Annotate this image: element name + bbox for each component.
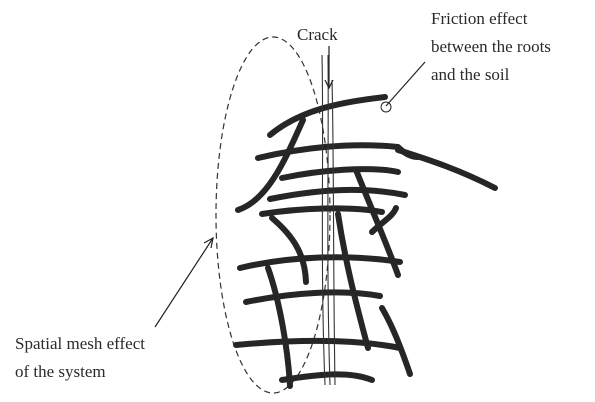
root-strand — [270, 190, 405, 199]
crack-pointer-arrow — [325, 46, 333, 88]
friction-label-line1: Friction effect — [431, 9, 528, 28]
friction-pointer-arrow — [381, 62, 425, 112]
mesh-label-line2: of the system — [15, 362, 106, 381]
root-strand — [246, 292, 380, 302]
root-strand — [236, 341, 400, 348]
crack-label: Crack — [297, 25, 338, 44]
friction-label-line3: and the soil — [431, 65, 510, 84]
root-strand — [268, 268, 290, 386]
root-strand — [258, 145, 418, 158]
root-strand — [282, 169, 398, 178]
mesh-label-line1: Spatial mesh effect — [15, 334, 145, 353]
root-strand — [270, 97, 385, 135]
root-strand — [382, 308, 410, 374]
root-strand — [272, 218, 306, 282]
root-strand — [240, 257, 400, 268]
friction-label-line2: between the roots — [431, 37, 551, 56]
root-strand — [338, 214, 368, 348]
root-strand — [282, 374, 372, 380]
mesh-pointer-arrow — [155, 238, 213, 327]
root-strand — [398, 150, 495, 188]
root-network — [236, 97, 495, 386]
